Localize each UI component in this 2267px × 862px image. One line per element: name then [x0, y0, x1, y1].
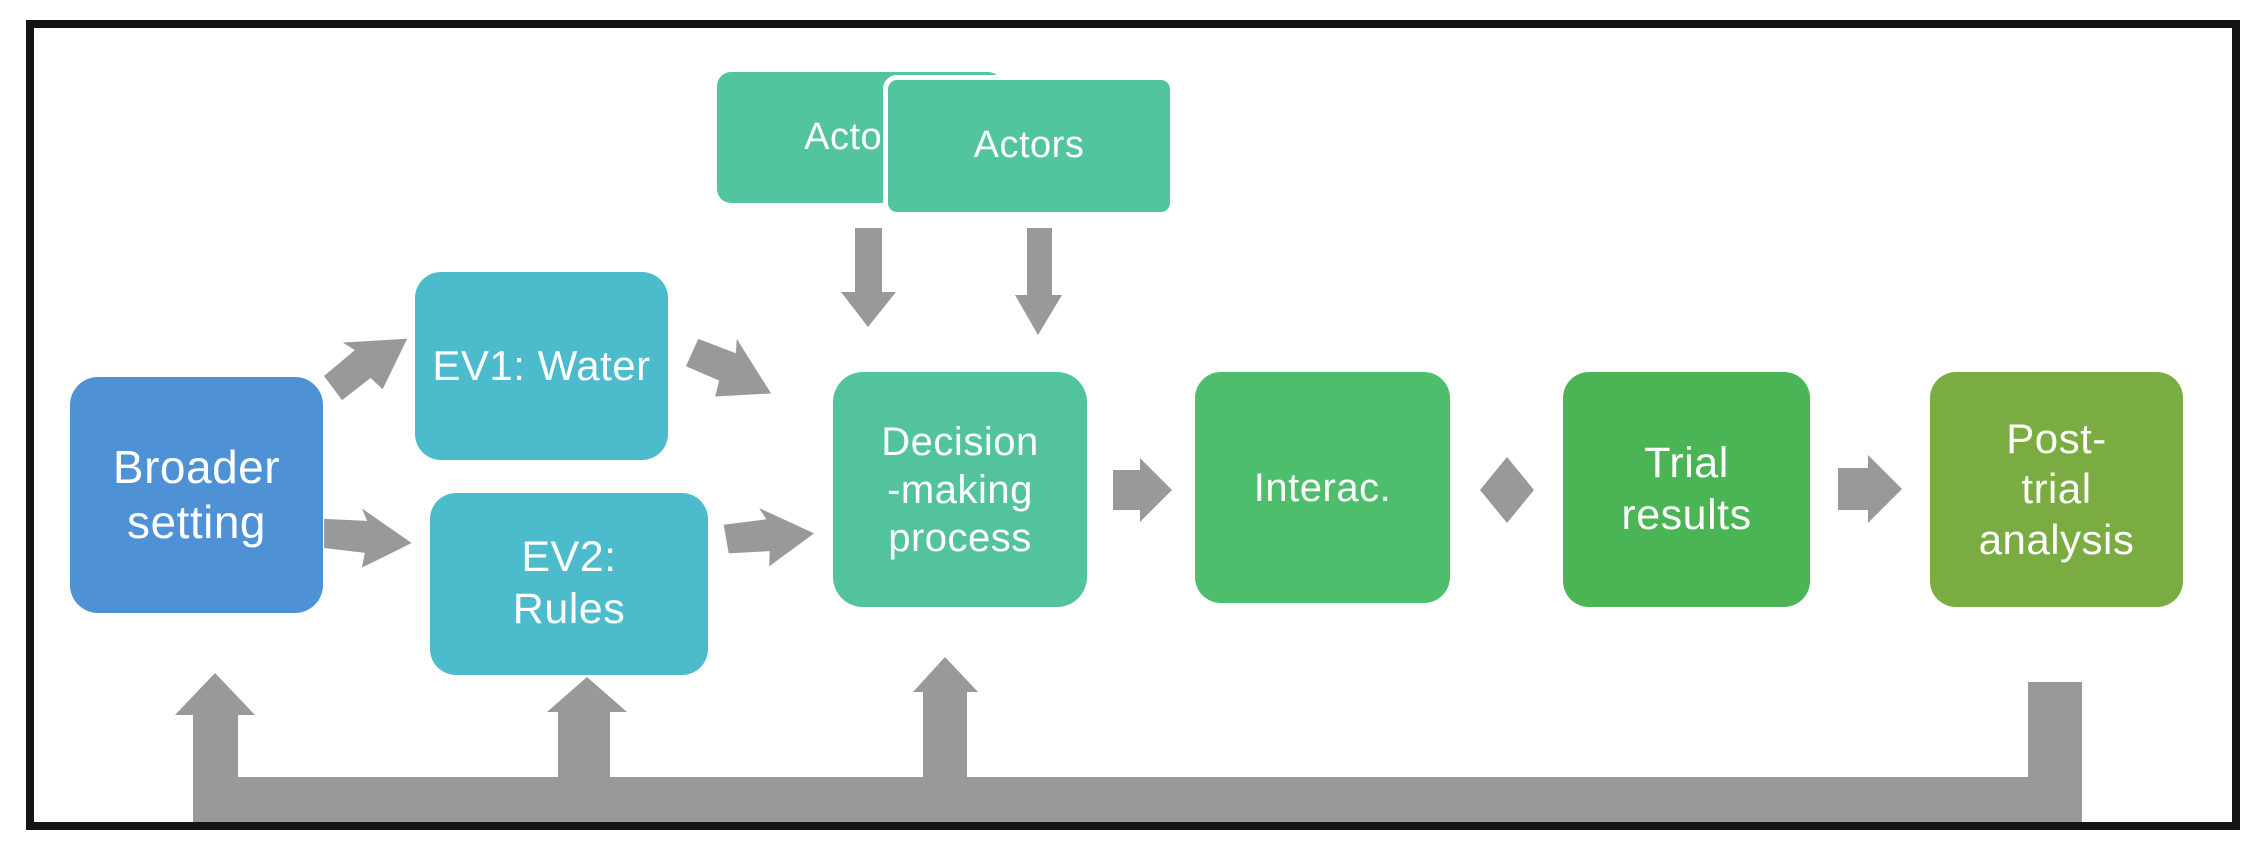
actors-right-down-arrow: [1015, 228, 1062, 335]
box-interac: Interac.: [1195, 372, 1450, 603]
box-broader-setting: Broader setting: [70, 377, 323, 613]
post-trial-label: Post- trial analysis: [1978, 414, 2135, 563]
feedback-loop-bar: [193, 682, 2082, 822]
actors-left-down-arrow: [841, 228, 896, 327]
feedback-up-arrow-ev2: [547, 677, 627, 777]
broader-to-ev2-arrow: [324, 508, 412, 568]
broader-setting-label: Broader setting: [112, 440, 281, 548]
feedback-up-arrow-broader-setting: [175, 673, 255, 777]
interac-label: Interac.: [1253, 465, 1392, 510]
decision-label: Decision -making process: [881, 419, 1039, 560]
broader-to-ev1-arrow: [324, 338, 408, 401]
actors-label: Actors: [973, 124, 1085, 167]
box-decision-making-process: Decision -making process: [833, 372, 1087, 607]
ev1-to-decision-arrow: [685, 338, 772, 397]
box-ev2-rules: EV2: Rules: [430, 493, 708, 675]
trial-results-label: Trial results: [1621, 438, 1752, 539]
ev1-label: EV1: Water: [432, 341, 651, 389]
interac-trial-diamond: [1480, 457, 1534, 523]
box-actors: Actors: [883, 75, 1175, 217]
ev2-label: EV2: Rules: [512, 533, 626, 633]
feedback-up-arrow-decision: [913, 657, 978, 777]
box-ev1-water: EV1: Water: [415, 272, 668, 460]
box-post-trial-analysis: Post- trial analysis: [1930, 372, 2183, 607]
ev2-to-decision-arrow: [723, 507, 815, 567]
decision-to-interac-arrow: [1113, 458, 1172, 522]
trial-to-post-arrow: [1838, 455, 1902, 523]
box-trial-results: Trial results: [1563, 372, 1810, 607]
